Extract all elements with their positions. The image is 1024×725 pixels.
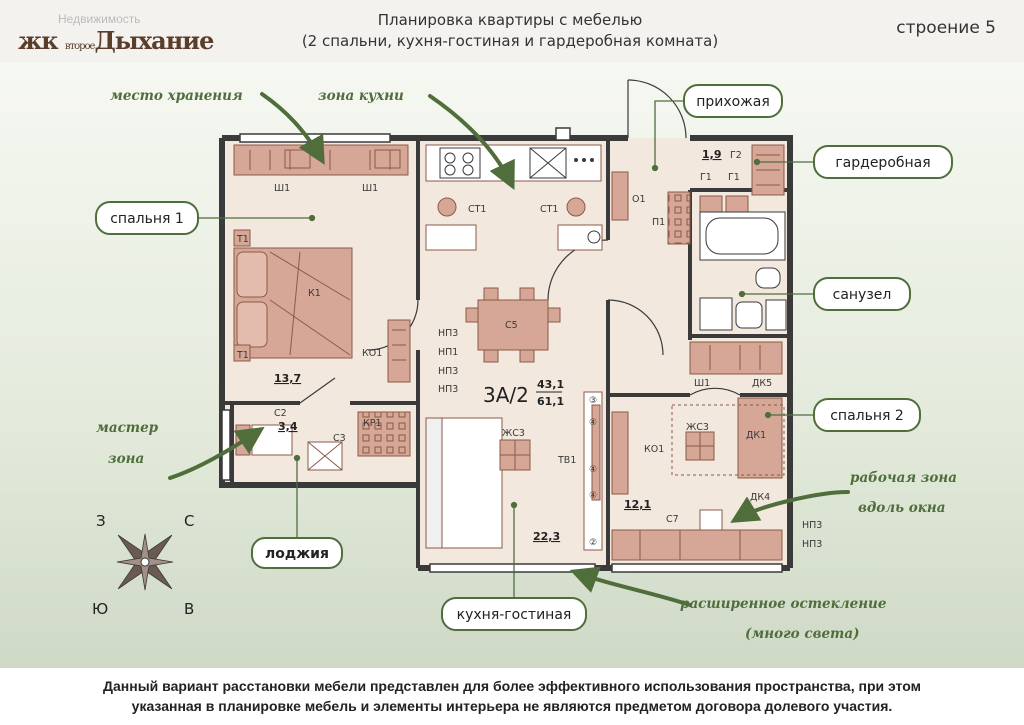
shelf-mark: ④ [589,418,597,428]
annotation-kitchen-zone: зона кухни [318,88,404,104]
shelf-mark: ③ [589,396,597,406]
furniture-labels: Ш1 Ш1 Т1 Т1 К1 КО1 СТ1 СТ1 С5 НП3 НП1 НП… [236,150,822,550]
label-dk4: ДК4 [750,492,770,503]
shelf-mark: ④ [589,465,597,475]
watermark: Недвижимость [58,12,141,26]
label-sh1b: Ш1 [362,183,378,194]
label-c3: С3 [333,433,346,444]
label-k1: К1 [308,288,321,299]
compass [116,533,174,591]
compass-north: С [184,512,194,530]
logo-small: второе [64,41,96,52]
label-kp1: КР1 [363,418,382,429]
callout-bedroom2: спальня 2 [813,398,921,432]
disclaimer: Данный вариант расстановки мебели предст… [0,668,1024,725]
label-np1: НП1 [438,347,458,358]
label-ct1a: СТ1 [468,204,486,215]
kitchen-furniture [425,144,603,551]
label-o1: О1 [632,194,646,205]
compass-south: Ю [92,600,108,618]
annotation-storage: место хранения [110,88,243,104]
page-title: Планировка квартиры с мебелью (2 спальни… [260,10,760,52]
label-sh1a: Ш1 [274,183,290,194]
area-labels: 13,7 3,4 22,3 12,1 1,9 [274,148,722,543]
annotation-glazing-1: расширенное остекление [680,596,887,612]
label-np3b: НП3 [438,366,458,377]
label-ct1b: СТ1 [540,204,558,215]
floor-plan: Ш1 Ш1 Т1 Т1 К1 КО1 СТ1 СТ1 С5 НП3 НП1 НП… [92,79,957,642]
label-t1a: Т1 [236,234,249,245]
callout-loggia: лоджия [251,537,343,569]
label-np3e: НП3 [802,539,822,550]
label-zhs3a: ЖС3 [502,428,525,439]
callout-kitchen-living-label: кухня-гостиная [457,607,572,623]
title-line-2: (2 спальни, кухня-гостиная и гардеробная… [301,32,719,50]
callout-loggia-label: лоджия [265,546,329,562]
label-sh1c: Ш1 [694,378,710,389]
annotation-glazing-2: (много света) [745,626,859,642]
callouts: спальня 1 прихожая гардеробная санузел с… [95,84,953,631]
area-loggia: 3,4 [278,420,298,433]
label-g1a: Г1 [700,172,712,183]
callout-bedroom1: спальня 1 [95,201,199,235]
apt-area-b: 61,1 [537,395,564,408]
apartment-code: 3А/2 43,1 61,1 [483,378,564,408]
label-p1: П1 [652,217,665,228]
label-np3a: НП3 [438,328,458,339]
callout-wardrobe-label: гардеробная [835,155,930,171]
compass-labels: З С Ю В [92,512,194,618]
area-kitchen: 22,3 [533,530,560,543]
compass-west: З [96,512,106,530]
area-wardrobe: 1,9 [702,148,722,161]
label-zhs3b: ЖС3 [686,422,709,433]
building-label: строение 5 [896,18,996,38]
logo-text: жк второеДыхание [18,26,214,55]
label-t1b: Т1 [236,350,249,361]
callout-bedroom2-label: спальня 2 [830,408,904,424]
shelf-marks: ③ ④ ④ ④ ② [589,396,597,548]
hallway-furniture [611,144,787,331]
callout-hallway-label: прихожая [696,94,770,110]
title-line-1: Планировка квартиры с мебелью [377,11,643,29]
apt-code: 3А/2 [483,383,529,407]
bedroom2-furniture [611,341,785,561]
callout-bedroom1-label: спальня 1 [110,211,184,227]
annotation-master-2: зона [108,451,144,467]
annotation-master-1: мастер [96,420,159,436]
shelf-mark: ④ [589,491,597,501]
label-tv1: ТВ1 [557,455,576,466]
disclaimer-line-1: Данный вариант расстановки мебели предст… [103,678,921,694]
label-np3c: НП3 [438,384,458,395]
label-ko1a: КО1 [362,348,382,359]
label-c7: С7 [666,514,679,525]
callout-bathroom-label: санузел [833,287,892,303]
inner-walls [222,138,790,568]
apt-area-a: 43,1 [537,378,564,391]
label-ko1b: КО1 [644,444,664,455]
logo-prefix: жк [18,26,59,55]
logo-main: Дыхание [94,26,214,55]
annotations: место хранения зона кухни мастер зона ра… [96,88,957,642]
compass-east: В [184,600,194,618]
callout-kitchen-living: кухня-гостиная [441,597,587,631]
label-np3d: НП3 [802,520,822,531]
callout-hallway: прихожая [683,84,783,118]
label-g1b: Г1 [728,172,740,183]
shelf-mark: ② [589,538,597,548]
area-bedroom1: 13,7 [274,372,301,385]
label-dk1: ДК1 [746,430,766,441]
label-c5: С5 [505,320,518,331]
annotation-work-2: вдоль окна [858,500,945,516]
callout-wardrobe: гардеробная [813,145,953,179]
area-bedroom2: 12,1 [624,498,651,511]
disclaimer-line-2: указанная в планировке мебель и элементы… [131,698,893,714]
label-dk5: ДК5 [752,378,772,389]
callout-bathroom: санузел [813,277,911,311]
leader-lines [198,100,814,598]
annotation-arrows [168,92,850,607]
label-c2: С2 [274,408,287,419]
header: Недвижимость жк второеДыхание Планировка… [0,0,1024,62]
label-g2: Г2 [730,150,742,161]
annotation-work-1: рабочая зона [850,470,957,486]
